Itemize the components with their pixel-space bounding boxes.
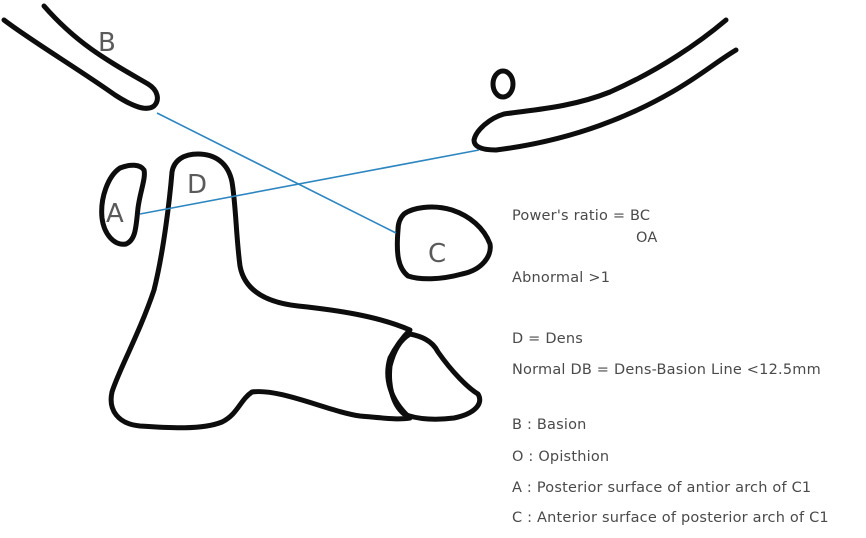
legend-ratio-line1: Power's ratio = BC (512, 208, 650, 224)
label-c: C (428, 239, 446, 269)
legend-a: A : Posterior surface of antior arch of … (512, 480, 811, 496)
label-b: B (98, 28, 116, 58)
dens-outline (111, 154, 410, 428)
c2-posterior-lobe (390, 334, 480, 419)
legend-dens: D = Dens (512, 331, 583, 347)
basion-outline (4, 6, 157, 108)
opisthion-circle (493, 71, 513, 97)
legend-normal-db: Normal DB = Dens-Basion Line <12.5mm (512, 362, 821, 378)
legend-c: C : Anterior surface of posterior arch o… (512, 510, 829, 526)
legend-opisthion: O : Opisthion (512, 449, 609, 465)
legend-ratio-line2: OA (636, 230, 657, 246)
legend-abnormal: Abnormal >1 (512, 270, 610, 286)
label-d: D (187, 170, 207, 200)
legend-basion: B : Basion (512, 417, 587, 433)
label-a: A (106, 199, 124, 229)
